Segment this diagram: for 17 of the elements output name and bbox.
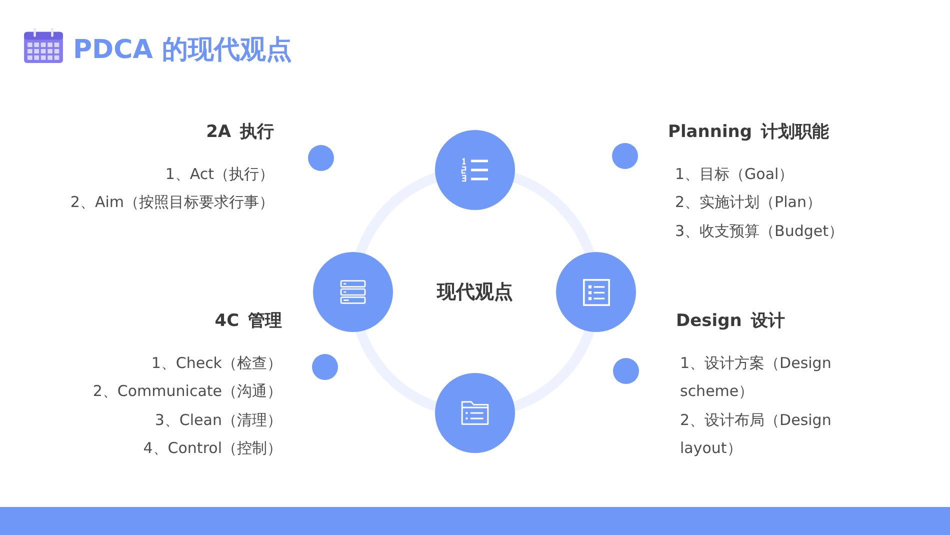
- list-item: 3、收支预算（Budget）: [675, 221, 844, 242]
- list-item: 3、Clean（清理）: [154, 410, 282, 431]
- section-heading: 4C 管理: [214, 310, 282, 333]
- center-title: 现代观点: [437, 280, 513, 305]
- list-item: 1、Check（检查）: [151, 353, 282, 374]
- list-item: 2、Aim（按照目标要求行事）: [70, 192, 274, 213]
- list-item: 1、设计方案（Design scheme）: [680, 353, 832, 402]
- list-item: 1、Act（执行）: [165, 164, 274, 185]
- list-item: 1、目标（Goal）: [675, 164, 794, 185]
- list-item: 2、Communicate（沟通）: [92, 381, 282, 402]
- section-heading: Design 设计: [676, 310, 785, 333]
- list-item: 2、实施计划（Plan）: [675, 192, 822, 213]
- list-item: 2、设计布局（Design layout）: [680, 410, 832, 459]
- title: PDCA 的现代观点: [73, 34, 292, 67]
- section-heading: 2A 执行: [206, 121, 274, 144]
- section-heading: Planning 计划职能: [668, 121, 829, 144]
- list-item: 4、Control（控制）: [143, 438, 282, 459]
